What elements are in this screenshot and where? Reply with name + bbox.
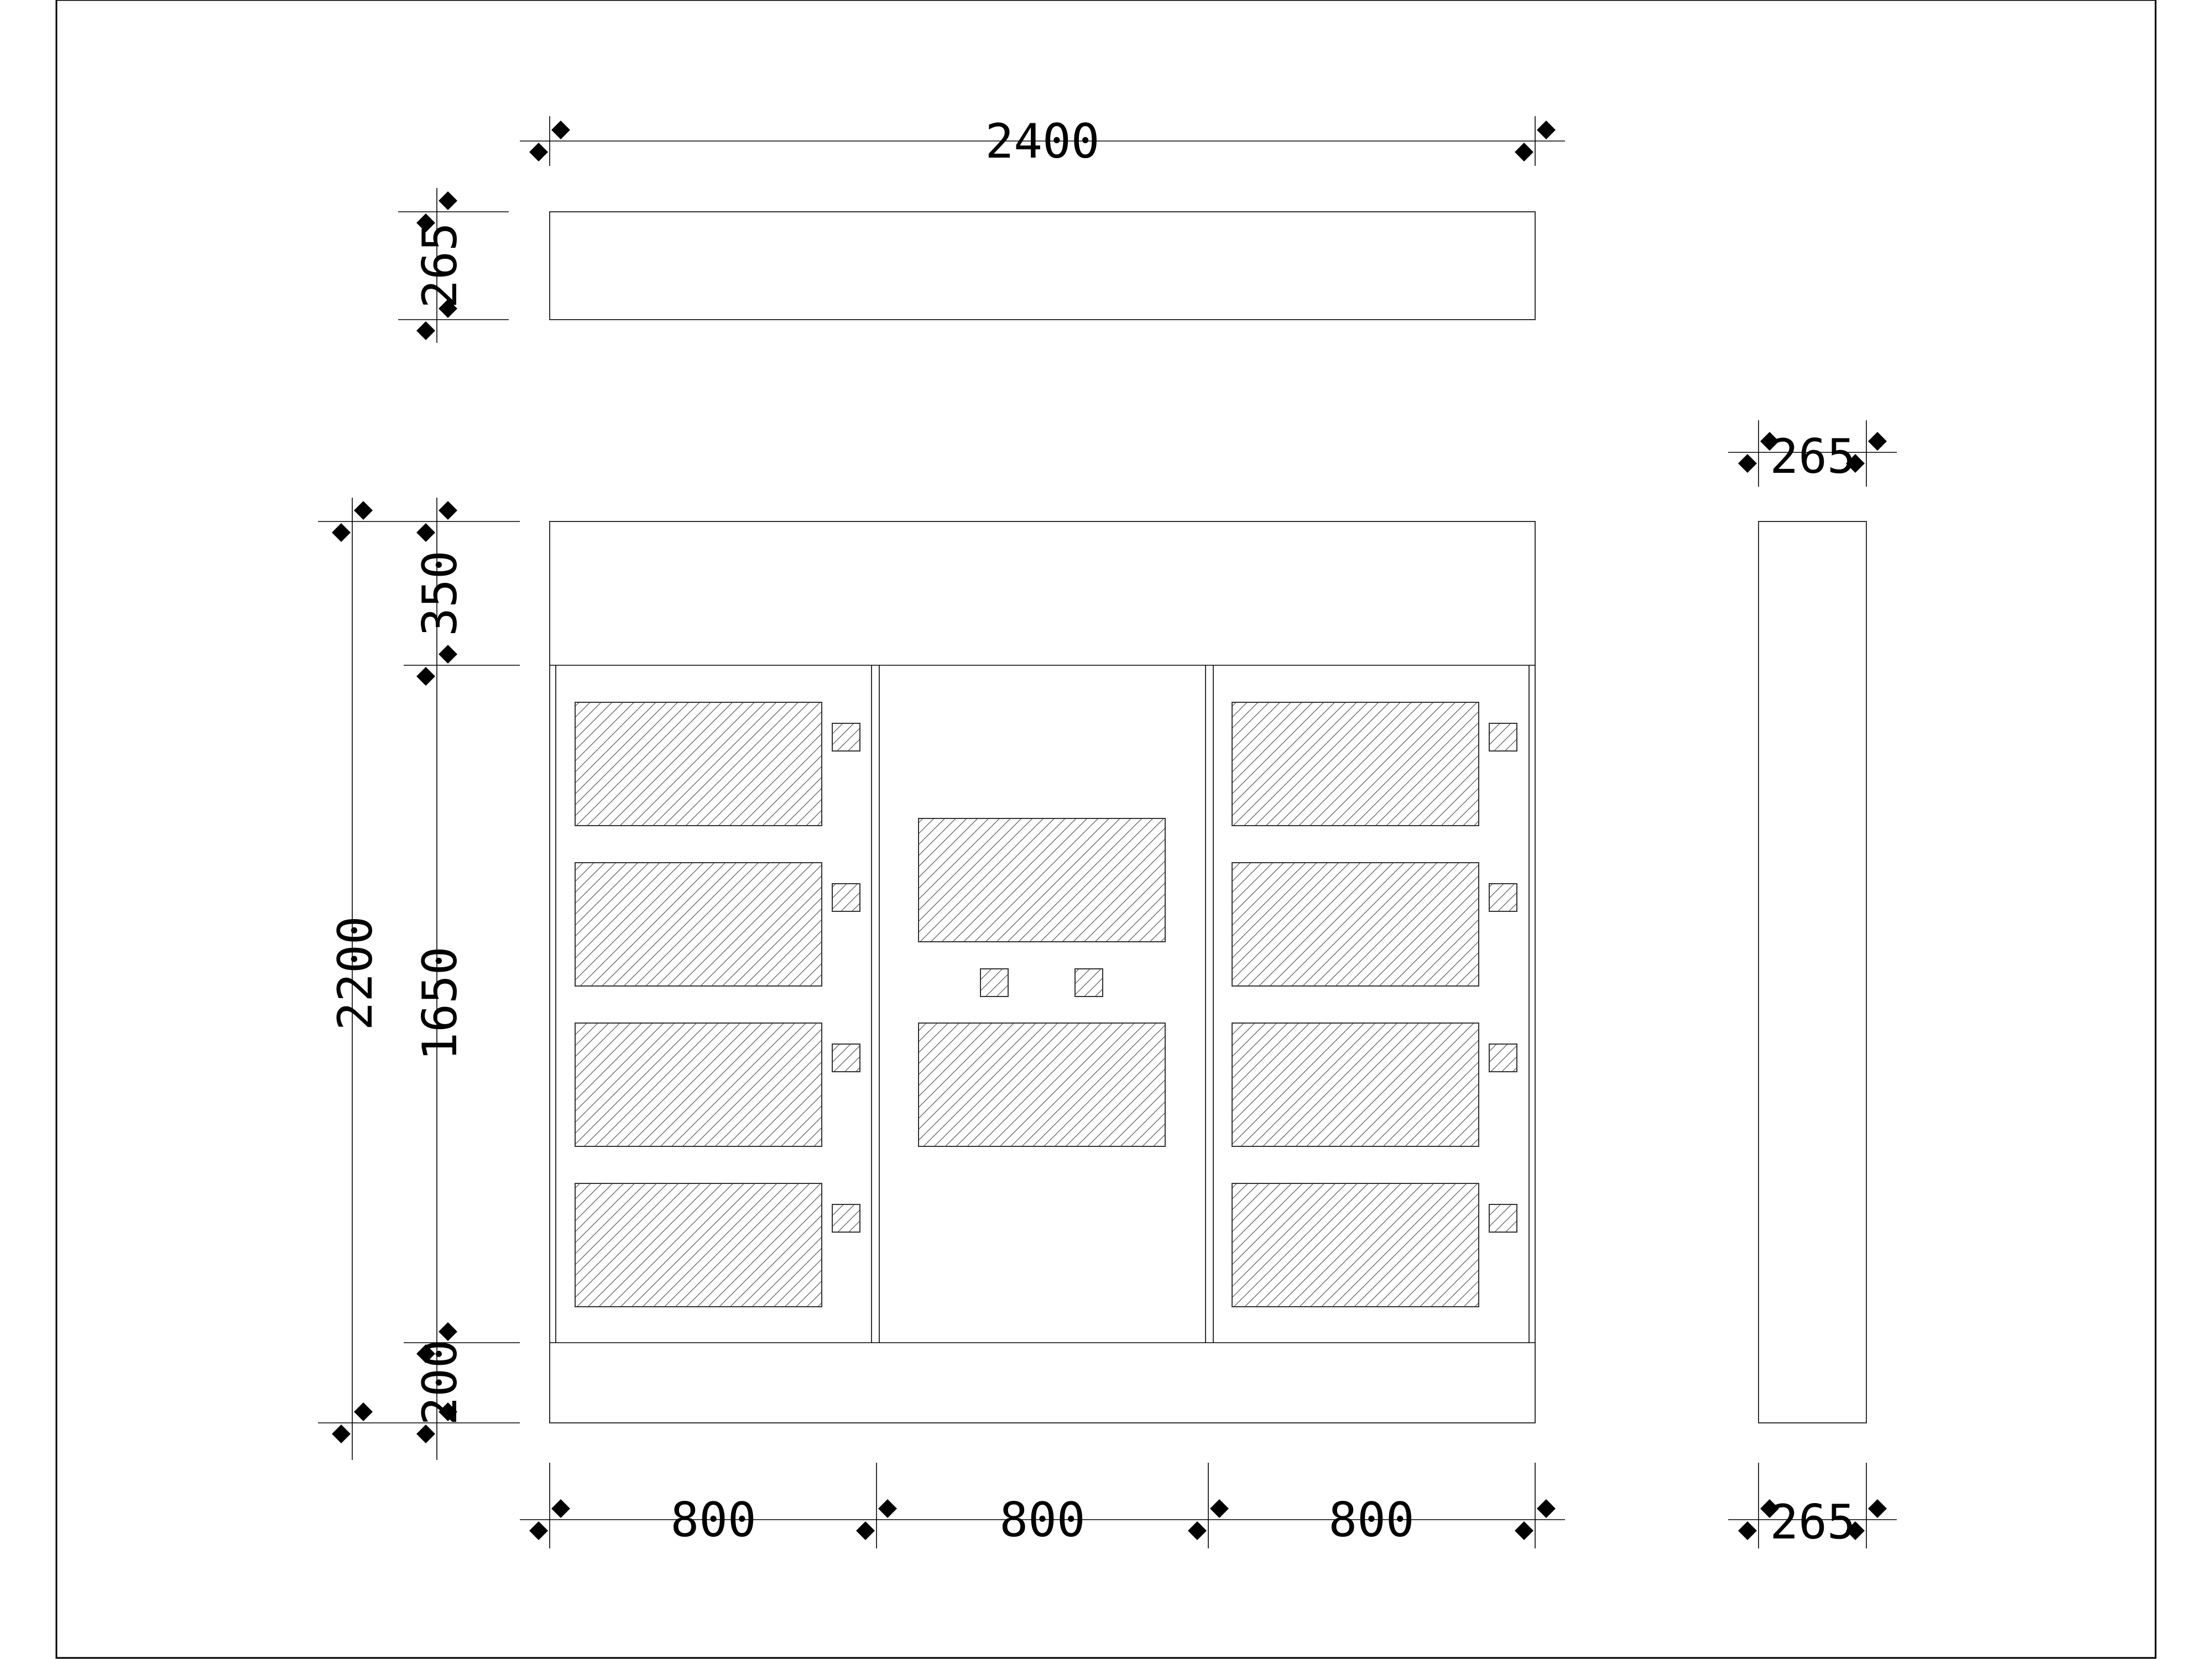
- tick-mark: [416, 1425, 435, 1443]
- tick-mark: [354, 1402, 373, 1421]
- front-elevation: [549, 521, 1536, 1423]
- tick-mark: [1868, 1499, 1887, 1518]
- tick-mark: [416, 667, 435, 686]
- handle-block: [832, 723, 860, 752]
- hatched-panel: [575, 1183, 822, 1307]
- dim-top-width: 2400: [520, 114, 1565, 169]
- hatched-panel: [918, 818, 1166, 942]
- dim-top-depth: 265: [398, 188, 509, 343]
- tick-mark: [1515, 143, 1533, 161]
- dim-bay-widths: 800 800 800: [520, 1463, 1565, 1548]
- dim-section-heights: 350 1650 200: [404, 498, 520, 1460]
- tick-mark: [856, 1521, 875, 1540]
- hatched-panel: [575, 862, 822, 987]
- tick-mark: [1210, 1499, 1229, 1518]
- tick-mark: [551, 1499, 570, 1518]
- dim-side-top-label: 265: [1770, 429, 1855, 484]
- tick-mark: [354, 501, 373, 520]
- tick-mark: [332, 523, 351, 542]
- dim-bay-center-label: 800: [999, 1493, 1085, 1548]
- hatched-panel: [575, 702, 822, 826]
- tick-mark: [1868, 432, 1887, 451]
- dim-middle-section-label: 1650: [413, 946, 468, 1061]
- dim-side-top-width: 265: [1728, 420, 1897, 487]
- handle-block: [980, 968, 1009, 997]
- sheet-border: [55, 0, 2157, 1659]
- handle-block: [1489, 723, 1517, 752]
- tick-mark: [1537, 1499, 1556, 1518]
- handle-block: [832, 1204, 860, 1233]
- dim-side-bottom-label: 265: [1770, 1495, 1855, 1550]
- tick-mark: [439, 501, 457, 520]
- tick-mark: [551, 121, 570, 139]
- tick-mark: [529, 143, 548, 161]
- tick-mark: [439, 191, 457, 210]
- tick-mark: [529, 1521, 548, 1540]
- handle-block: [832, 883, 860, 912]
- dim-top-depth-label: 265: [413, 222, 468, 308]
- dim-bay-left-label: 800: [670, 1493, 756, 1548]
- hatched-panel: [1232, 1183, 1479, 1307]
- handle-block: [1489, 1044, 1517, 1072]
- dim-bay-right-label: 800: [1328, 1493, 1414, 1548]
- handle-block: [1074, 968, 1103, 997]
- tick-mark: [439, 1322, 457, 1341]
- handle-block: [832, 1044, 860, 1072]
- hatched-panel: [1232, 1022, 1479, 1147]
- tick-mark: [439, 299, 457, 318]
- tick-mark: [416, 321, 435, 340]
- tick-mark: [1537, 121, 1556, 139]
- tick-mark: [1738, 454, 1757, 473]
- hatched-panel: [575, 1022, 822, 1147]
- tick-mark: [1760, 1499, 1779, 1518]
- tick-mark: [1846, 1521, 1865, 1540]
- handle-block: [1489, 1204, 1517, 1233]
- hatched-panel: [1232, 862, 1479, 987]
- tick-mark: [878, 1499, 897, 1518]
- dim-total-height: 2200: [318, 498, 520, 1460]
- tick-mark: [439, 645, 457, 664]
- tick-mark: [1515, 1521, 1533, 1540]
- bay-center: [918, 818, 1166, 1147]
- dim-side-bottom-width: 265: [1728, 1463, 1897, 1550]
- tick-mark: [1738, 1521, 1757, 1540]
- handle-block: [1489, 883, 1517, 912]
- tick-mark: [416, 523, 435, 542]
- bay-right: [1232, 702, 1517, 1307]
- dim-total-height-label: 2200: [328, 916, 383, 1030]
- plan-view-top: [549, 211, 1536, 320]
- tick-mark: [1188, 1521, 1207, 1540]
- dim-top-section-label: 350: [413, 550, 468, 636]
- dim-top-width-label: 2400: [985, 114, 1099, 169]
- tick-mark: [416, 213, 435, 232]
- tick-mark: [332, 1425, 351, 1443]
- side-elevation: [1758, 521, 1867, 1423]
- bay-left: [575, 702, 860, 1307]
- hatched-panel: [1232, 702, 1479, 826]
- hatched-panel: [918, 1022, 1166, 1147]
